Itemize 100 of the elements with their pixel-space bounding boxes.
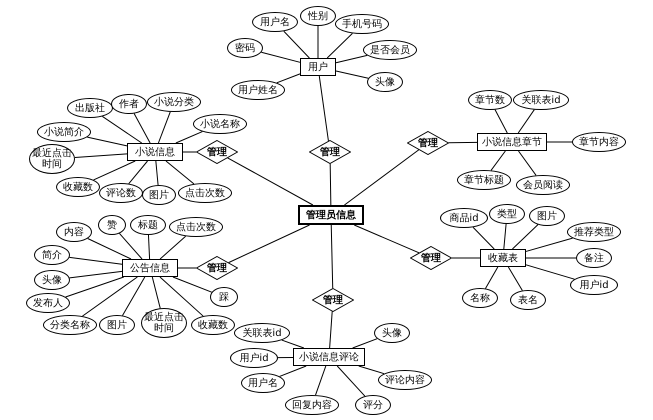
- attribute-ellipse: 最近点击时间: [141, 308, 187, 338]
- attribute-ellipse: 简介: [34, 245, 70, 265]
- attribute-ellipse: 用户id: [570, 275, 618, 295]
- attribute-ellipse: 会员阅读: [516, 175, 570, 195]
- attribute-ellipse: 类型: [489, 204, 525, 224]
- attribute-ellipse: 收藏数: [191, 315, 235, 335]
- connector-line: [74, 153, 128, 158]
- attribute-ellipse: 头像: [34, 270, 70, 290]
- connector-line: [526, 238, 574, 252]
- connector-line: [69, 270, 122, 278]
- connector-line: [281, 340, 304, 348]
- connector-line: [122, 276, 146, 316]
- connector-line: [65, 276, 124, 298]
- connector-line: [283, 30, 310, 58]
- attribute-ellipse: 章节数: [468, 90, 512, 110]
- connector-line: [448, 142, 478, 144]
- connector-line: [518, 150, 537, 176]
- attribute-ellipse: 图片: [99, 315, 135, 335]
- attribute-ellipse: 小说名称: [193, 114, 247, 134]
- connector-line: [490, 150, 506, 171]
- attribute-ellipse: 最近点击时间: [29, 144, 75, 174]
- attribute-ellipse: 商品id: [440, 208, 488, 228]
- relationship-diamond: 管理: [410, 246, 452, 270]
- attribute-ellipse: 评论内容: [378, 370, 432, 390]
- connector-line: [128, 160, 148, 184]
- entity-box: 小说信息评论: [293, 348, 365, 366]
- connector-line: [344, 149, 420, 206]
- connector-line: [512, 224, 538, 250]
- connector-line: [279, 366, 307, 377]
- attribute-ellipse: 名称: [462, 288, 498, 308]
- connector-line: [118, 232, 143, 260]
- attribute-ellipse: 头像: [367, 72, 403, 92]
- connector-line: [228, 224, 310, 264]
- connector-line: [354, 224, 420, 254]
- connector-line: [69, 256, 122, 265]
- attribute-ellipse: 性别: [300, 6, 336, 26]
- attribute-ellipse: 用户名: [241, 373, 285, 393]
- connector-line: [227, 157, 314, 206]
- entity-box: 收藏表: [480, 249, 526, 267]
- attribute-ellipse: 点击次数: [169, 217, 223, 237]
- connector-line: [336, 70, 369, 79]
- connector-line: [336, 54, 368, 64]
- attribute-ellipse: 发布人: [26, 293, 70, 313]
- connector-line: [472, 226, 495, 250]
- connector-line: [175, 131, 203, 144]
- attribute-ellipse: 头像: [374, 323, 410, 343]
- relationship-diamond: 管理: [196, 140, 238, 164]
- connector-line: [165, 160, 194, 184]
- connector-line: [336, 366, 366, 397]
- relationship-diamond: 管理: [407, 131, 449, 155]
- relationship-diamond: 管理: [309, 140, 351, 164]
- attribute-ellipse: 点击次数: [178, 183, 232, 203]
- connector-line: [276, 73, 300, 84]
- attribute-ellipse: 分类名称: [43, 315, 97, 335]
- attribute-ellipse: 小说简介: [37, 122, 91, 142]
- connector-line: [260, 52, 300, 63]
- connector-line: [148, 234, 150, 260]
- entity-box: 用户: [300, 58, 336, 76]
- attribute-ellipse: 内容: [56, 222, 92, 242]
- connector-line: [278, 356, 294, 358]
- connector-line: [330, 224, 334, 289]
- attribute-ellipse: 用户姓名: [231, 80, 285, 100]
- connector-line: [86, 136, 128, 146]
- entity-box: 公告信息: [122, 259, 178, 277]
- connector-line: [508, 266, 523, 291]
- attribute-ellipse: 图片: [529, 206, 565, 226]
- attribute-ellipse: 章节标题: [457, 170, 511, 190]
- connector-line: [159, 276, 204, 317]
- connector-line: [134, 113, 151, 144]
- entity-box: 小说信息: [127, 143, 183, 161]
- connector-line: [352, 338, 378, 348]
- attribute-ellipse: 密码: [227, 38, 263, 58]
- connector-line: [160, 236, 186, 260]
- connector-line: [484, 266, 498, 289]
- attribute-ellipse: 推荐类型: [567, 222, 621, 242]
- attribute-ellipse: 图片: [142, 185, 176, 205]
- connector-line: [330, 163, 332, 206]
- entity-box: 小说信息章节: [477, 133, 547, 151]
- connector-line: [526, 264, 575, 280]
- connector-line: [318, 76, 329, 142]
- attribute-ellipse: 作者: [111, 94, 147, 114]
- connector-line: [326, 32, 353, 58]
- connector-line: [93, 160, 136, 180]
- connector-line: [158, 111, 171, 144]
- attribute-ellipse: 小说分类: [147, 92, 201, 112]
- attribute-ellipse: 标题: [130, 215, 166, 235]
- attribute-ellipse: 关联表id: [513, 90, 569, 110]
- attribute-ellipse: 是否会员: [363, 40, 417, 60]
- relationship-diamond: 管理: [312, 288, 354, 312]
- attribute-ellipse: 踩: [210, 287, 238, 307]
- attribute-ellipse: 出版社: [67, 98, 113, 118]
- attribute-ellipse: 用户id: [230, 348, 278, 368]
- attribute-ellipse: 章节内容: [572, 132, 626, 152]
- connector-line: [315, 366, 326, 396]
- attribute-ellipse: 评分: [355, 395, 391, 415]
- connector-line: [329, 311, 333, 348]
- connector-line: [102, 116, 142, 144]
- connector-line: [494, 109, 508, 134]
- attribute-ellipse: 备注: [576, 248, 612, 268]
- attribute-ellipse: 关联表id: [234, 323, 290, 343]
